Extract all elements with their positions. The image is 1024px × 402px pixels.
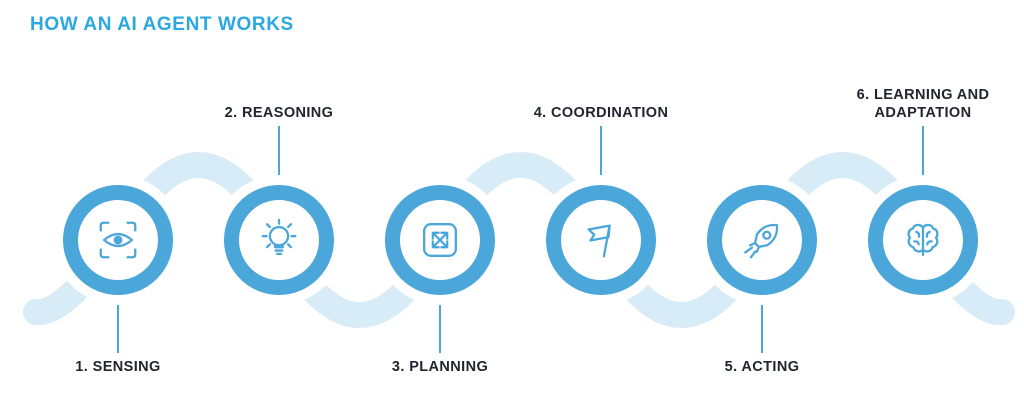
connector-line [117,305,119,353]
step-circle [63,185,173,295]
connector-line [439,305,441,353]
step-label: 3. PLANNING [391,359,489,375]
step-circle [385,185,495,295]
connector-line [761,305,763,353]
step-circle [868,185,978,295]
brain-icon [907,223,939,257]
page-title: HOW AN AI AGENT WORKS [30,14,294,35]
lightbulb-icon [261,218,297,256]
step-circle [546,185,656,295]
step-label: 2. REASONING [224,104,334,121]
rocket-icon [744,223,779,259]
connector-line [278,126,280,175]
step-circle [707,185,817,295]
step-label: 1. SENSING [75,359,161,375]
step-label: 6. LEARNING AND ADAPTATION [856,86,990,121]
eye-scan-icon [99,221,137,259]
flag-icon [587,224,611,258]
step-label: 4. COORDINATION [533,104,669,121]
expand-arrows-icon [423,223,457,257]
connector-line [600,126,602,175]
step-label: 5. ACTING [724,359,800,375]
connector-line [922,126,924,175]
step-circle [224,185,334,295]
